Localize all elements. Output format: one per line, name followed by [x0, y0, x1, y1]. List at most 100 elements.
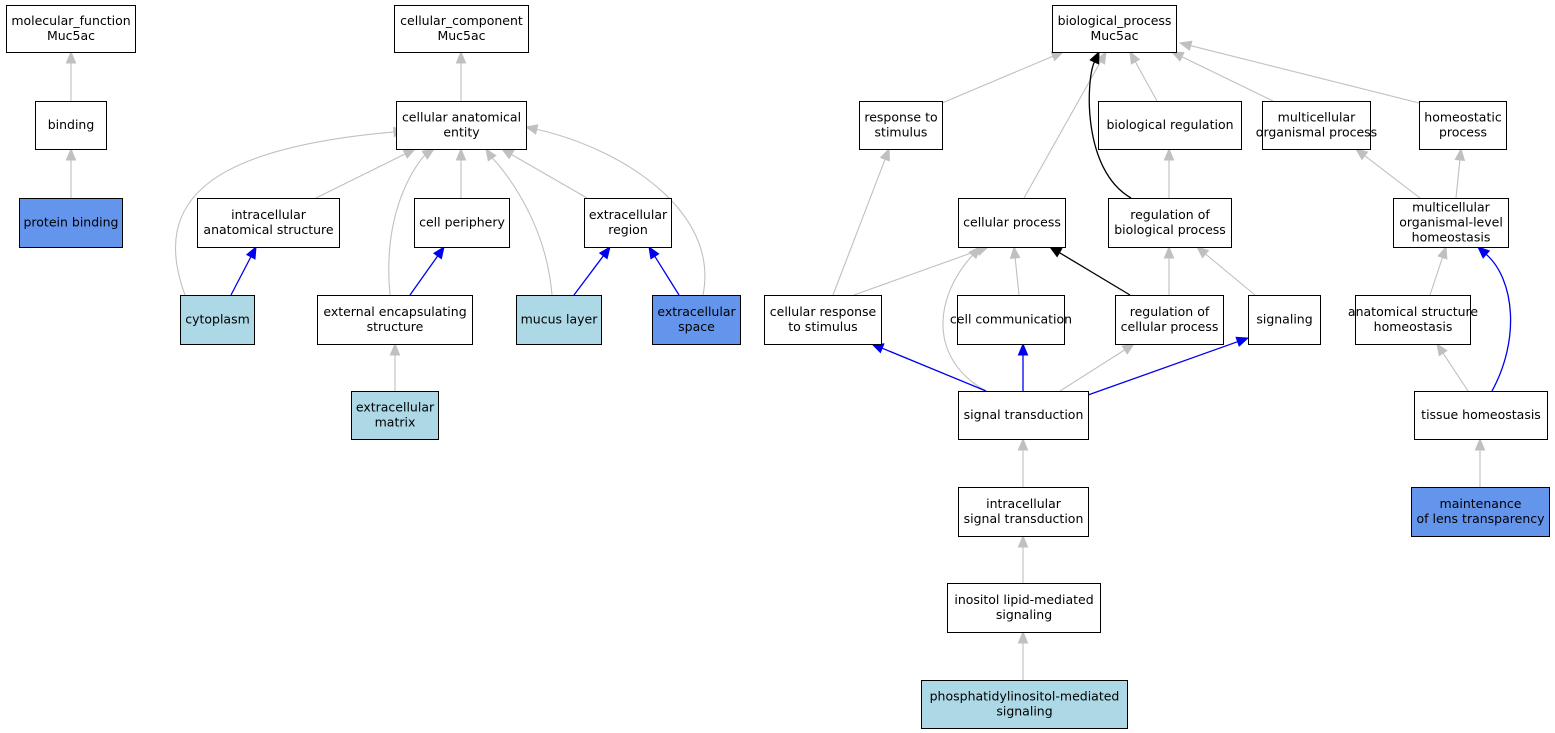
edge-regbio-to-bp: [1088, 50, 1132, 199]
node-label-line: cellular process: [1121, 319, 1219, 334]
node-label-line: Muc5ac: [1090, 28, 1138, 43]
node-box: [516, 295, 602, 345]
edge-line: [1059, 349, 1126, 392]
node-box: [351, 391, 439, 440]
node-box: [1108, 198, 1232, 248]
node-label-line: stimulus: [875, 124, 928, 139]
edge-arrowhead: [455, 147, 467, 161]
node-periphery[interactable]: cell periphery: [414, 198, 510, 248]
edge-line: [511, 154, 588, 199]
node-label-line: extracellular: [589, 207, 668, 222]
edge-arrowhead: [968, 246, 981, 260]
edge-line: [1134, 61, 1158, 102]
edge-arrowhead: [65, 147, 77, 161]
node-label-line: space: [678, 319, 715, 334]
node-label-line: regulation of: [1130, 304, 1210, 319]
node-box: [921, 680, 1128, 729]
node-sigtrans[interactable]: signal transduction: [958, 391, 1089, 440]
edge-signaling-to-regbio: [1196, 246, 1256, 296]
node-label-line: multicellular: [1412, 199, 1491, 214]
node-label-line: cellular anatomical: [402, 109, 521, 124]
edge-sigtrans-to-regcell: [1059, 343, 1136, 392]
node-label-line: external encapsulating: [323, 304, 466, 319]
edge-arrowhead: [1196, 246, 1210, 259]
edge-arrowhead: [389, 342, 401, 356]
node-mucus[interactable]: mucus layer: [516, 295, 602, 345]
node-label-line: anatomical structure: [203, 222, 333, 237]
edge-phospho-to-inositol: [1017, 630, 1029, 680]
node-tissue[interactable]: tissue homeostasis: [1414, 391, 1548, 440]
edge-line: [409, 255, 439, 296]
node-binding[interactable]: binding: [35, 101, 107, 150]
node-box: [414, 198, 510, 248]
node-box: [859, 101, 943, 150]
node-label-line: signaling: [1256, 311, 1312, 326]
node-box: [957, 295, 1065, 345]
node-label-line: biological process: [1114, 222, 1226, 237]
edge-arrowhead: [648, 245, 660, 260]
node-bioreg[interactable]: biological regulation: [1098, 101, 1242, 150]
edge-line: [1087, 341, 1238, 396]
node-cellcomm[interactable]: cell communication: [950, 295, 1072, 345]
edge-ecr-to-cae: [500, 148, 588, 199]
edge-ash-to-molh: [1429, 245, 1448, 296]
node-protein-binding[interactable]: protein binding: [19, 198, 123, 248]
edge-line: [1014, 257, 1020, 296]
edge-line: [1023, 61, 1102, 199]
node-box: [394, 5, 529, 53]
node-label-line: homeostasis: [1412, 229, 1491, 244]
edge-arrowhead: [1121, 343, 1136, 355]
edge-crs-to-cellproc: [853, 245, 990, 296]
node-cytoplasm[interactable]: cytoplasm: [180, 295, 255, 345]
node-box: [6, 5, 136, 53]
edge-ees-to-cae: [388, 148, 436, 296]
edge-intrasig-to-sigtrans: [1017, 437, 1029, 487]
node-label-line: protein binding: [23, 214, 118, 229]
node-label-line: cellular response: [770, 304, 877, 319]
node-box: [180, 295, 255, 345]
node-box: [958, 391, 1089, 440]
edge-arrowhead: [1017, 630, 1029, 644]
edge-arrowhead: [1048, 246, 1063, 258]
edge-line: [536, 128, 706, 296]
edge-cellcomm-to-cellproc: [1009, 245, 1021, 296]
node-label-line: matrix: [375, 414, 416, 429]
node-box: [1393, 198, 1509, 248]
edge-arrowhead: [1095, 50, 1107, 65]
node-signaling[interactable]: signaling: [1248, 295, 1321, 345]
node-label-line: region: [608, 222, 648, 237]
node-label-line: regulation of: [1130, 207, 1210, 222]
node-label-line: homeostatic: [1424, 109, 1502, 124]
edge-lens-to-tissue: [1474, 437, 1486, 487]
node-cellproc[interactable]: cellular process: [958, 198, 1066, 248]
node-label-line: response to: [864, 109, 937, 124]
edge-arrowhead: [500, 148, 515, 160]
edge-arrowhead: [1170, 51, 1185, 62]
edge-line: [388, 154, 426, 296]
edge-arrowhead: [245, 245, 257, 260]
node-box: [652, 295, 741, 345]
edge-arrowhead: [598, 245, 611, 260]
edge-arrowhead: [1050, 51, 1065, 62]
